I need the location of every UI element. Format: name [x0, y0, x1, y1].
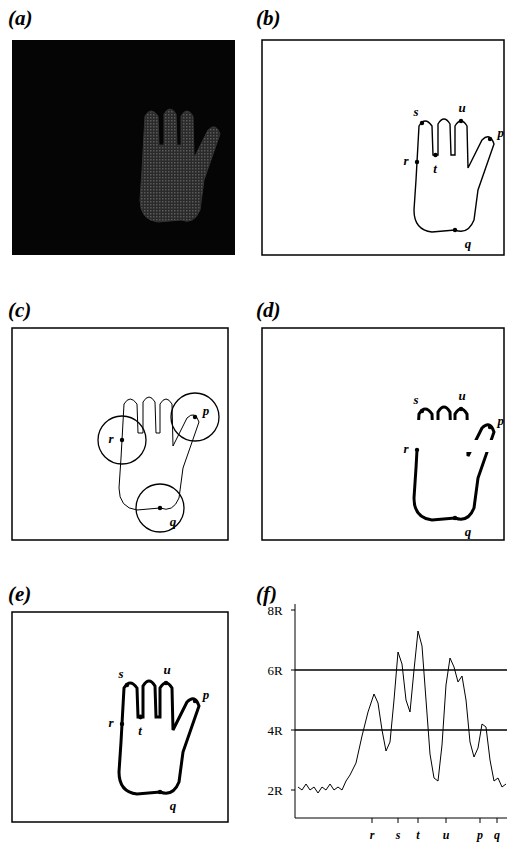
- panel-label-box: (d): [256, 298, 281, 323]
- panel-label: (f): [256, 582, 277, 606]
- panel-label: (c): [8, 298, 31, 322]
- point-label: p: [497, 414, 506, 427]
- panel-label-box: (a): [8, 6, 33, 31]
- point-label: p: [202, 688, 211, 701]
- image-panel: [12, 40, 235, 255]
- axis-tick-label: u: [442, 829, 451, 841]
- axis-value: 6R: [266, 664, 283, 677]
- axis-tick-label: r: [369, 829, 376, 841]
- point-label: r: [107, 432, 114, 445]
- axis-tick-label: t: [415, 829, 420, 841]
- panel-label: (b): [256, 6, 281, 30]
- point-label: q: [464, 525, 473, 538]
- panel-label: (e): [8, 582, 31, 606]
- point-label: s: [412, 105, 419, 118]
- point-label: q: [169, 515, 178, 528]
- distance-chart: [291, 604, 507, 823]
- point-label: s: [412, 393, 419, 406]
- result-panel: [12, 612, 228, 822]
- point-label: s: [117, 667, 124, 680]
- panel-label-box: (e): [8, 582, 31, 607]
- point-label: r: [402, 442, 409, 455]
- axis-value: 8R: [266, 604, 283, 617]
- point-label: q: [169, 799, 178, 812]
- point-label: r: [107, 716, 114, 729]
- point-label: p: [202, 404, 211, 417]
- segment-panel: [262, 328, 504, 540]
- panel-label-box: (b): [256, 6, 281, 31]
- contour-panel: [262, 40, 504, 255]
- axis-value: 2R: [266, 784, 283, 797]
- point-label: t: [432, 162, 438, 175]
- panel-label: (d): [256, 298, 281, 322]
- point-label: r: [402, 154, 409, 167]
- point-label: p: [497, 126, 506, 139]
- point-label: q: [464, 237, 473, 250]
- panel-label: (a): [8, 6, 33, 30]
- axis-tick-label: p: [476, 829, 484, 841]
- panel-label-box: (c): [8, 298, 31, 323]
- axis-tick-label: q: [493, 829, 501, 841]
- axis-tick-label: s: [395, 829, 402, 841]
- point-label: u: [162, 663, 171, 676]
- point-label: u: [457, 389, 466, 402]
- point-label: t: [137, 724, 143, 737]
- axis-value: 4R: [266, 724, 283, 737]
- point-label: u: [457, 101, 466, 114]
- search-circle-panel: [12, 328, 228, 540]
